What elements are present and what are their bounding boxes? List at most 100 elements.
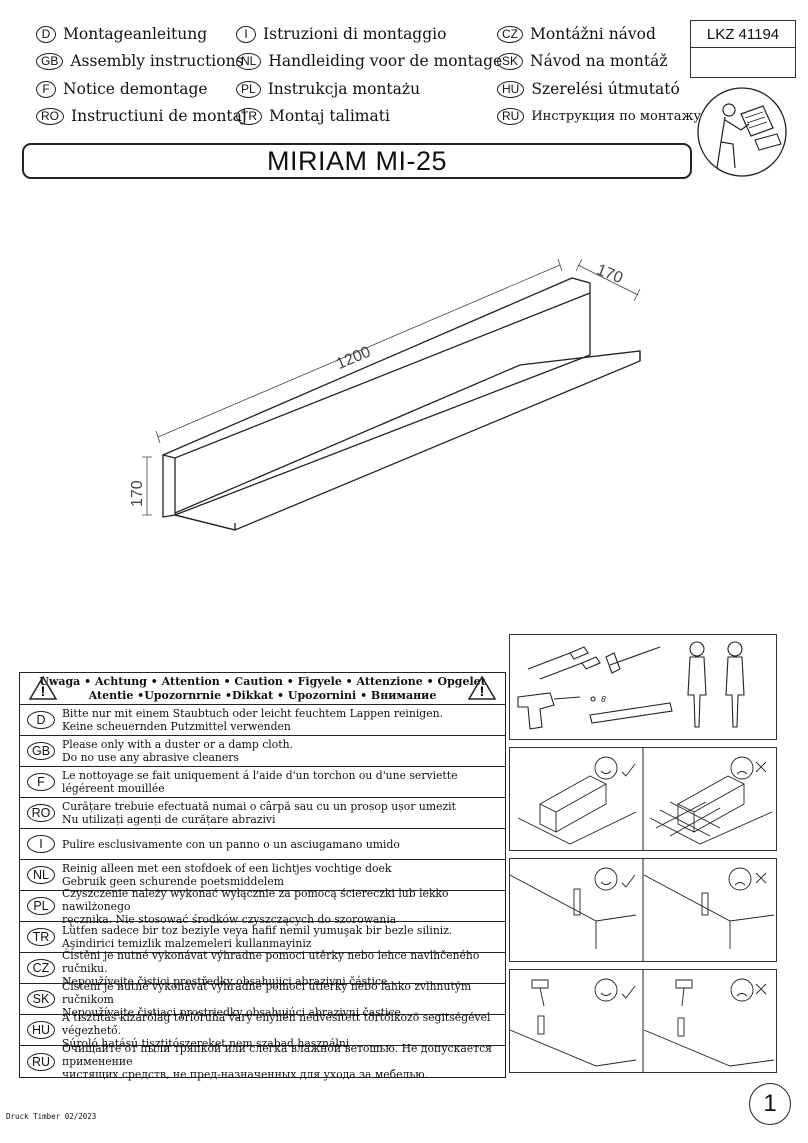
care-row-text: Curățare trebuie efectuată numai o cârpă…: [62, 800, 456, 826]
care-text-line-1: Pulire esclusivamente con un panno o un …: [62, 837, 400, 851]
screwdriver-icon: [539, 656, 601, 680]
lang-label: Istruzioni di montaggio: [263, 25, 447, 43]
care-text-line-1: Čistěni je nutné vykonávat výhradne pomo…: [62, 948, 480, 975]
lang-row: NL Handleiding voor de montage: [236, 49, 502, 73]
floor-placement-panel: [509, 747, 777, 851]
lang-label: Handleiding voor de montage: [268, 52, 503, 70]
sad-face-icon: [730, 978, 754, 1002]
tools-illustration: 8: [517, 641, 745, 730]
product-title: MIRIAM MI-25: [22, 143, 692, 179]
lang-badge: RO: [36, 107, 64, 125]
care-row: RU Очищайте от пыли тряпкой или слегка вл…: [20, 1042, 505, 1081]
lang-badge: NL: [27, 866, 55, 884]
care-text-line-1: Bitte nur mit einem Staubtuch oder leich…: [62, 707, 443, 720]
drill-icon: [517, 692, 555, 730]
lang-badge: NL: [236, 52, 262, 70]
caution-line-1: Uwaga • Achtung • Attention • Caution • …: [39, 675, 486, 688]
care-row-text: Bitte nur mit einem Staubtuch oder leich…: [62, 707, 443, 733]
lang-label: Notice demontage: [63, 80, 208, 98]
care-text-line-2: Aşindirici temizlik malzemeleri kullanma…: [62, 937, 312, 950]
care-text-line-2: ręcznika. Nie stosować środków czyszcząc…: [62, 912, 397, 926]
lang-badge: TR: [27, 928, 55, 946]
lang-label: Szerelési útmutató: [531, 80, 680, 98]
dowel-panel: [509, 858, 777, 962]
cross-icon: [755, 983, 767, 995]
cross-icon: [755, 872, 767, 884]
care-row-text: Reinig alleen met een stofdoek of een li…: [62, 862, 391, 888]
care-text-line-1: Czyszczenie należy wykonać wyłącznie za …: [62, 886, 449, 913]
lang-label: Montaj talimati: [269, 107, 390, 125]
lang-label: Instructiuni de montaj: [71, 107, 247, 125]
happy-face-icon: [594, 978, 618, 1002]
reader-icon: [697, 87, 787, 177]
page-number: 1: [749, 1083, 791, 1125]
lang-badge: F: [36, 80, 56, 98]
check-icon: [621, 763, 636, 777]
svg-text:!: !: [480, 683, 485, 699]
lang-badge: RU: [26, 1052, 56, 1071]
care-text-line-2: Keine scheuernden Putzmittel verwenden: [62, 720, 291, 733]
lang-badge: SK: [27, 990, 55, 1008]
lang-label: Montageanleitung: [63, 25, 208, 43]
care-text-line-2: Nepoužívejte čistici prostředky obsahuji…: [62, 974, 388, 988]
lang-label: Montážni návod: [530, 25, 656, 43]
caution-rows: D Bitte nur mit einem Staubtuch oder leic…: [20, 705, 505, 1081]
care-row-text: Čistěni je nutné vykonávat výhradne pomo…: [62, 949, 505, 988]
hammer-dowel-panel: [509, 969, 777, 1073]
care-row-text: Czyszczenie należy wykonać wyłącznie za …: [62, 887, 505, 926]
lang-badge: D: [27, 711, 55, 729]
care-row-lang: RO: [20, 804, 62, 822]
care-text-line-1: Очищайте от пыли тряпкой или слегка влаж…: [62, 1042, 492, 1068]
happy-face-icon: [594, 867, 618, 891]
care-row-text: A tisztitás kizárólag törlőruha vary eny…: [62, 1011, 505, 1050]
hammer-dowel-illustration: [509, 970, 775, 1072]
care-row-lang: HU: [20, 1021, 62, 1039]
lang-badge: D: [36, 25, 56, 43]
care-row-lang: RU: [20, 1052, 62, 1071]
check-icon: [621, 874, 636, 888]
lang-badge: HU: [26, 1021, 56, 1039]
care-text-line-2: Do no use any abrasive cleaners: [62, 751, 239, 764]
check-icon: [621, 985, 636, 999]
print-footer: Druck Timber 02/2023: [6, 1112, 97, 1121]
care-text-line-2: légéreent mouillée: [62, 782, 165, 795]
lang-badge: TR: [236, 107, 262, 125]
care-row: D Bitte nur mit einem Staubtuch oder leic…: [20, 705, 505, 736]
care-row-text: Please only with a duster or a damp clot…: [62, 738, 293, 764]
care-row: NL Reinig alleen met een stofdoek of een …: [20, 860, 505, 891]
screwdriver-icon: [527, 646, 589, 670]
care-row-lang: PL: [20, 897, 62, 915]
lang-label: Instrukcja montażu: [267, 80, 421, 98]
lang-label: Assembly instructions: [70, 52, 244, 70]
dim-height: 170: [129, 480, 146, 507]
care-text-line-1: Lütfen sadece bir toz beziyle veya hafif…: [62, 924, 453, 937]
dim-width: 1200: [334, 343, 374, 373]
care-row-lang: CZ: [20, 959, 62, 977]
hammer-icon: [531, 979, 549, 1007]
care-text-line-1: Čisteni je nutné vykonávať výhradne pomo…: [62, 979, 472, 1006]
care-row-lang: GB: [20, 742, 62, 760]
lang-badge: SK: [497, 52, 524, 70]
lang-row: RO Instructiuni de montaj: [36, 104, 247, 128]
lang-label: Návod na montáž: [530, 52, 668, 70]
care-row-lang: NL: [20, 866, 62, 884]
care-text-line-2: Súroló hatású tisztitószereket nem szaba…: [62, 1036, 350, 1050]
care-row: TR Lütfen sadece bir toz beziyle veya haf…: [20, 922, 505, 953]
lang-row: SK Návod na montáž: [497, 49, 668, 73]
happy-face-icon: [594, 756, 618, 780]
care-row-lang: I: [20, 835, 62, 853]
care-text-line-2: Nepoužívajte čistiaci prostriedky obsahu…: [62, 1005, 401, 1019]
care-row-text: Le nottoyage se fait uniquement á l'aide…: [62, 769, 458, 795]
shelf-drawing: 1200 170 170: [129, 258, 641, 531]
caution-line-2: Atentie •Upozornrnie •Dikkat • Upozornin…: [88, 689, 437, 702]
care-text-line-1: Please only with a duster or a damp clot…: [62, 738, 293, 751]
